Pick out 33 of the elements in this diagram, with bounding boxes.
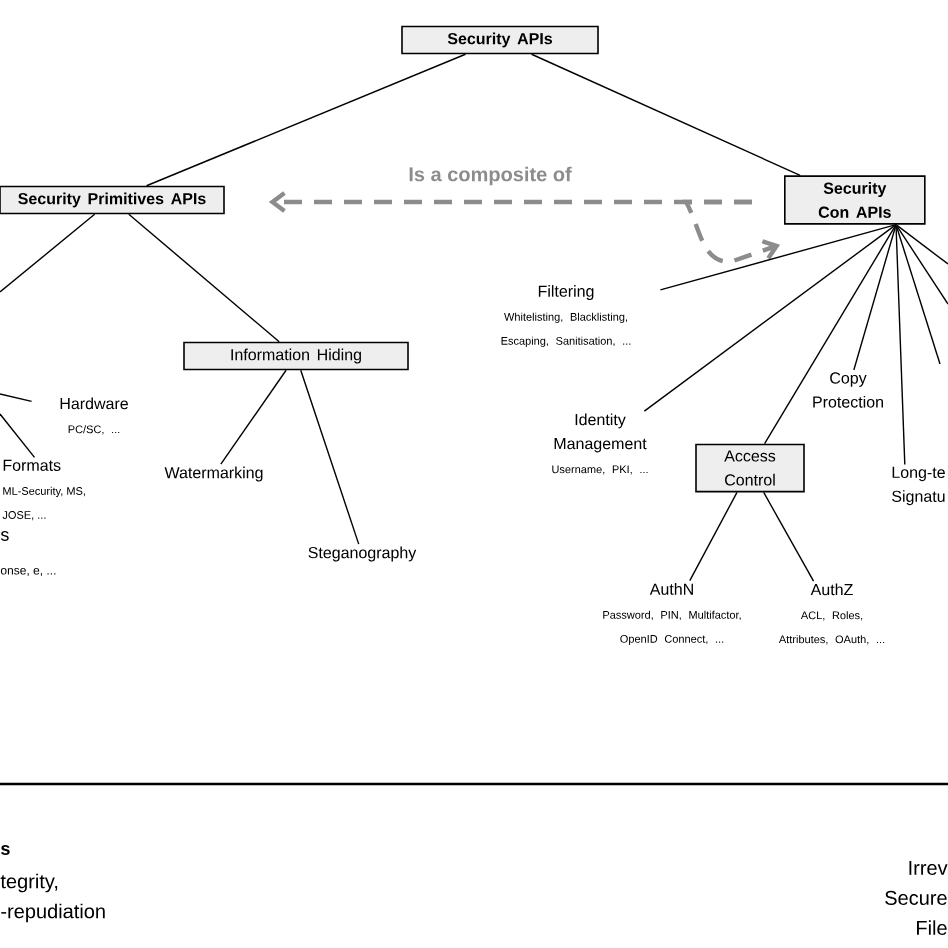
connector-line	[220, 369, 287, 465]
category-box: Security Primitives APIs	[0, 185, 225, 215]
category-box: Information Hiding	[183, 341, 409, 371]
connector-line	[895, 224, 941, 365]
category-label: Copy Protection	[813, 372, 883, 408]
category-box: Security APIs	[401, 25, 599, 55]
note-text: s	[0, 531, 9, 541]
category-box: Access Control	[695, 443, 805, 493]
category-label: Watermarking	[164, 466, 263, 482]
connector-line	[300, 369, 360, 545]
category-label: Long-te Signatu	[892, 466, 945, 506]
edge-label: Is a composite of	[406, 164, 574, 188]
composite-arrow	[683, 199, 781, 265]
connector-line	[530, 53, 801, 177]
connector-line	[0, 393, 33, 403]
connector-line	[853, 224, 897, 371]
connector-line	[643, 224, 897, 412]
connector-line	[0, 413, 36, 459]
connector-line	[128, 213, 280, 343]
connector-line	[895, 224, 948, 305]
connector-line	[895, 224, 906, 466]
note-text: s	[1, 845, 10, 855]
connector-line	[763, 224, 897, 445]
connector-line	[895, 224, 948, 265]
note-text: tegrity, -repudiation	[0, 873, 105, 923]
connector-line	[659, 224, 897, 291]
connector-line	[145, 53, 467, 187]
category-label: Steganography	[308, 546, 417, 562]
connector-line	[763, 491, 815, 582]
note-text: Irrev Secure File	[885, 861, 948, 935]
connector-line	[689, 491, 738, 582]
category-box: Security Con APIs	[784, 175, 926, 225]
connector-line	[0, 213, 96, 293]
